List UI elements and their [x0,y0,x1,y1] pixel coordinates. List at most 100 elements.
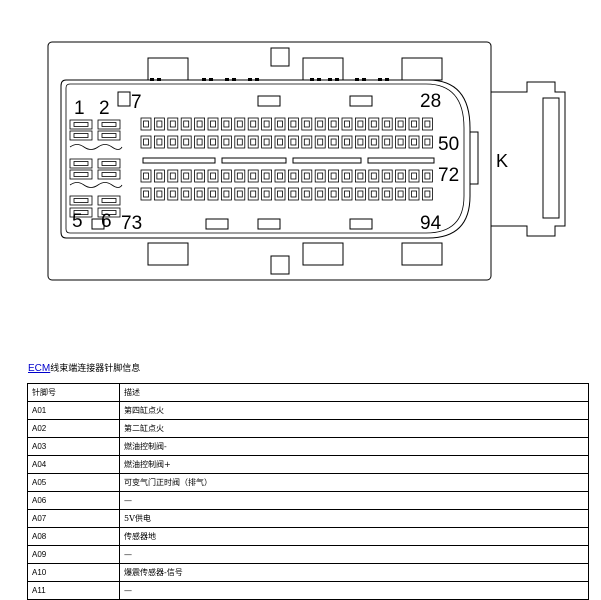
power-pin-cavity [69,195,93,206]
edge-tick [248,78,252,81]
top-latch [147,57,189,81]
pin-description-cell: 燃油控制阀- [119,437,589,456]
pin-cavity [167,135,179,149]
edge-tick [209,78,213,81]
pin-cavity [287,135,299,149]
pin-number-cell: A02 [27,419,120,438]
pin-cavity [395,187,407,201]
row-separator [367,157,435,164]
pin-description-cell: 爆震传感器-信号 [119,563,589,582]
edge-tick [362,78,366,81]
pin-cavity [381,135,393,149]
pin-cavity [381,187,393,201]
table-row: A11— [27,581,589,600]
pin-cavity [274,135,286,149]
pin-label-5: 5 [72,211,83,232]
pin-cavity [314,169,326,183]
pin-number-cell: A10 [27,563,120,582]
pin-number-cell: A09 [27,545,120,564]
pin-number-cell: A03 [27,437,120,456]
bottom-key [270,255,290,275]
pin-cavity [301,169,313,183]
pin-cavity [408,117,420,131]
pin-cavity [274,169,286,183]
pin-cavity [261,187,273,201]
edge-tick [255,78,259,81]
pin-description-cell: 第二缸点火 [119,419,589,438]
pin-cavity [287,187,299,201]
pin-cavity [247,135,259,149]
connector-outer-housing [47,41,492,281]
connector-face-inner [65,83,465,234]
pin-cavity [354,117,366,131]
pin-cavity [421,135,433,149]
edge-tick [310,78,314,81]
row-separator [221,157,287,164]
pin-label-28: 28 [420,91,441,112]
pin-cavity [167,169,179,183]
pin-number-cell: A01 [27,401,120,420]
ecm-connector-diagram: 1 2 7 28 50 72 5 6 73 94 K [47,41,566,281]
column-header-pin: 针脚号 [27,383,120,402]
edge-tick [335,78,339,81]
pin-description-cell: — [119,491,589,510]
edge-tick [157,78,161,81]
edge-tick [355,78,359,81]
pin-cavity [247,169,259,183]
pin-cavity [153,117,165,131]
pin-cavity [395,135,407,149]
pin-description-cell: 可变气门正时阀（排气） [119,473,589,492]
pin-cavity [341,135,353,149]
pin-cavity [167,117,179,131]
pin-cavity [140,117,152,131]
pin-cavity [368,187,380,201]
power-pin-cavity [69,207,93,218]
pin-cavity [220,135,232,149]
pin-label-7: 7 [131,92,142,113]
pin-cavity [274,117,286,131]
pin-cavity [354,169,366,183]
side-lever-tab [469,131,479,185]
pin-cavity [341,117,353,131]
top-latch [302,57,344,81]
pin-cavity [368,135,380,149]
pin-cavity [180,135,192,149]
pin-cavity [274,187,286,201]
pin-cavity [207,117,219,131]
edge-slot [257,218,281,230]
table-row: A06— [27,491,589,510]
edge-slot [205,218,229,230]
table-row: A09— [27,545,589,564]
bottom-latch [147,242,189,266]
latch-wave [69,144,123,150]
pin-cavity [207,135,219,149]
pin-cavity [408,135,420,149]
power-pin-cavity [69,158,93,169]
power-pin-cavity [69,169,93,180]
pin-number-cell: A08 [27,527,120,546]
pin-cavity [354,187,366,201]
pin-description-cell: 5V供电 [119,509,589,528]
pin-cavity [408,187,420,201]
edge-tick [150,78,154,81]
pin-cavity [328,187,340,201]
pin-cavity [153,187,165,201]
pin-cavity [314,187,326,201]
row-separator [292,157,362,164]
pin-label-1: 1 [74,98,85,119]
edge-tick [225,78,229,81]
top-key [270,47,290,67]
ecm-link[interactable]: ECM [28,363,51,374]
section-title-text: 线束端连接器针脚信息 [50,364,141,374]
pin-cavity [167,187,179,201]
pin-cavity [395,169,407,183]
pin-cavity [328,117,340,131]
edge-tick [385,78,389,81]
power-pin-cavity [97,195,121,206]
edge-slot [349,95,373,107]
